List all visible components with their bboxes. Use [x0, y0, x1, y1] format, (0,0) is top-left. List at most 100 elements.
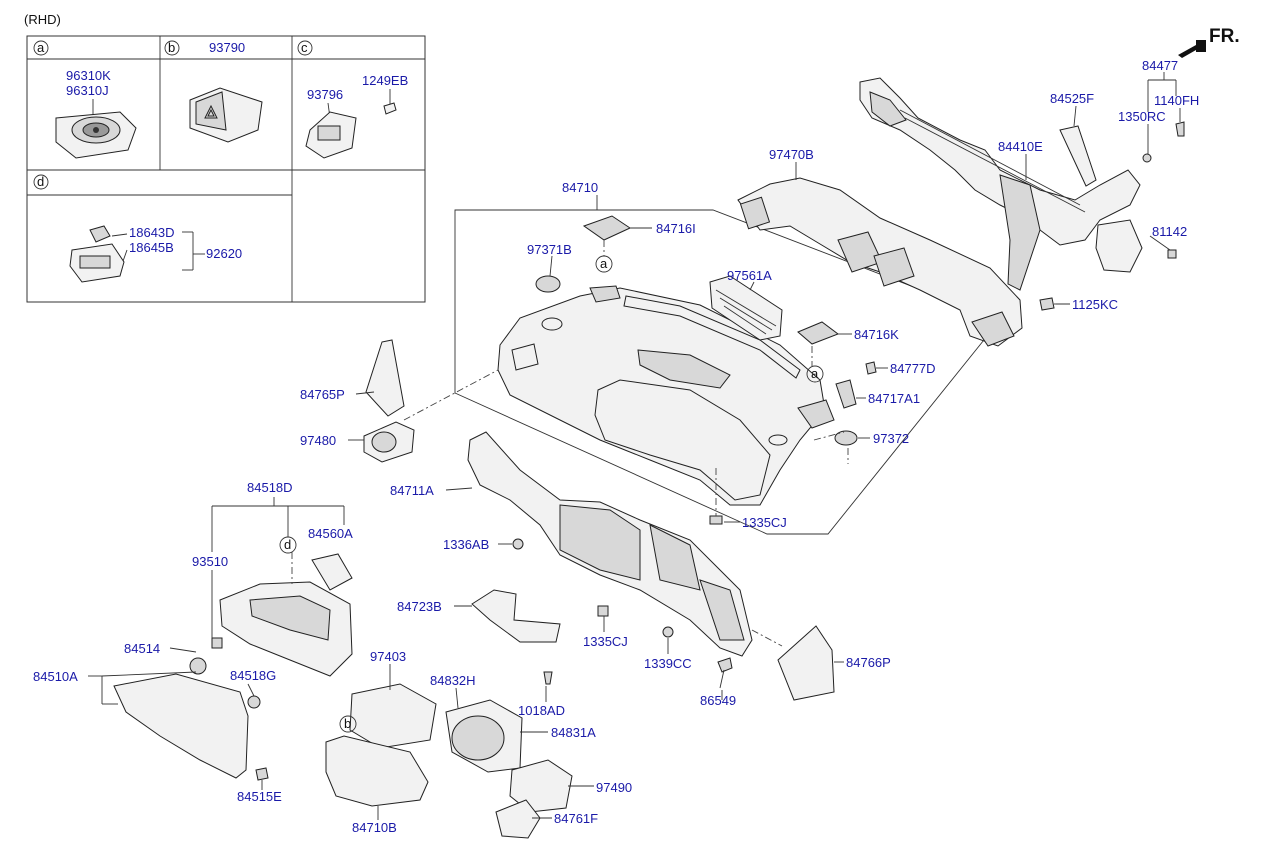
label-84716I[interactable]: 84716I — [656, 221, 696, 236]
label-84831A[interactable]: 84831A — [551, 725, 596, 740]
label-84711A[interactable]: 84711A — [390, 483, 434, 498]
bolt-84777D — [865, 361, 877, 375]
inset-b: b 93790 — [164, 40, 263, 143]
label-84710B[interactable]: 84710B — [352, 820, 397, 835]
part-96310J[interactable]: 96310J — [66, 83, 109, 98]
inset-table — [26, 35, 426, 303]
label-84710[interactable]: 84710 — [562, 180, 598, 195]
crash-pad-drawing — [497, 285, 835, 506]
label-97480[interactable]: 97480 — [300, 433, 336, 448]
label-1339CC[interactable]: 1339CC — [644, 656, 692, 671]
bracket-84717A1 — [835, 379, 857, 409]
cover-84761F-drawing — [495, 799, 541, 839]
label-97371B[interactable]: 97371B — [527, 242, 572, 257]
speaker-part-drawing — [55, 111, 137, 159]
side-vent-97480-drawing — [363, 421, 415, 463]
label-84410E[interactable]: 84410E — [998, 139, 1043, 154]
label-84514[interactable]: 84514 — [124, 641, 160, 656]
part-18645B[interactable]: 18645B — [129, 240, 174, 255]
label-1335CJ-bot[interactable]: 1335CJ — [583, 634, 628, 649]
label-97561A[interactable]: 97561A — [727, 268, 772, 283]
hazard-switch-drawing — [189, 87, 263, 143]
label-84518D[interactable]: 84518D — [247, 480, 293, 495]
label-84515E[interactable]: 84515E — [237, 789, 282, 804]
label-84765P[interactable]: 84765P — [300, 387, 345, 402]
label-84723B[interactable]: 84723B — [397, 599, 442, 614]
bolt-86549 — [717, 657, 733, 673]
variant-label: (RHD) — [24, 12, 61, 27]
svg-text:d: d — [284, 537, 291, 552]
damper-84514 — [189, 657, 207, 675]
label-97490[interactable]: 97490 — [596, 780, 632, 795]
main-frame-84711A-drawing — [467, 431, 753, 657]
label-1140FH[interactable]: 1140FH — [1154, 93, 1199, 108]
inset-a-key — [33, 40, 49, 56]
label-1018AD[interactable]: 1018AD — [518, 703, 565, 718]
speaker-cap-97372 — [834, 430, 858, 446]
label-93510[interactable]: 93510 — [192, 554, 228, 569]
label-84777D[interactable]: 84777D — [890, 361, 936, 376]
inset-d-key — [33, 174, 49, 190]
bolt-1140FH — [1175, 121, 1185, 137]
label-84766P[interactable]: 84766P — [846, 655, 891, 670]
part-93796[interactable]: 93796 — [307, 87, 343, 102]
svg-text:b: b — [168, 40, 175, 55]
clip-1336AB — [512, 538, 524, 550]
inset-a: a 96310K 96310J — [33, 40, 137, 159]
label-1125KC[interactable]: 1125KC — [1072, 297, 1118, 312]
dash-97480 — [403, 369, 499, 421]
label-84518G[interactable]: 84518G — [230, 668, 276, 683]
label-86549[interactable]: 86549 — [700, 693, 736, 708]
crash-pad-group-outline — [454, 209, 1001, 535]
part-96310K[interactable]: 96310K — [66, 68, 111, 83]
side-cover-84766P-drawing — [777, 625, 835, 701]
part-1249EB[interactable]: 1249EB — [362, 73, 408, 88]
label-84716K[interactable]: 84716K — [854, 327, 899, 342]
label-97470B[interactable]: 97470B — [769, 147, 814, 162]
vent-97490-drawing — [509, 759, 573, 813]
part-92620[interactable]: 92620 — [206, 246, 242, 261]
bolt-1018AD — [543, 671, 553, 685]
inset-c: c 93796 1249EB — [297, 40, 408, 159]
front-arrow-icon — [1178, 40, 1206, 58]
label-84510A[interactable]: 84510A — [33, 669, 78, 684]
speaker-cap-97371B — [535, 275, 561, 293]
defroster-grille-drawing — [709, 275, 783, 341]
label-97403[interactable]: 97403 — [370, 649, 406, 664]
svg-text:b: b — [344, 716, 351, 731]
label-84560A[interactable]: 84560A — [308, 526, 353, 541]
lamp-drawing — [69, 225, 125, 283]
label-81142[interactable]: 81142 — [1152, 224, 1187, 239]
svg-text:a: a — [600, 256, 608, 271]
label-1336AB[interactable]: 1336AB — [443, 537, 489, 552]
label-84717A1[interactable]: 84717A1 — [868, 391, 920, 406]
callout-b[interactable] — [339, 715, 357, 733]
stopper-84518G — [247, 695, 261, 709]
label-84832H[interactable]: 84832H — [430, 673, 476, 688]
callout-a-1[interactable] — [595, 255, 613, 273]
label-1335CJ-top[interactable]: 1335CJ — [742, 515, 787, 530]
clip-1335CJ-top — [709, 515, 723, 525]
part-93790[interactable]: 93790 — [209, 40, 245, 55]
label-84477[interactable]: 84477 — [1142, 58, 1178, 73]
glove-box-lid-84510A-drawing — [113, 673, 249, 779]
svg-text:a: a — [811, 366, 819, 381]
front-direction-label: FR. — [1209, 26, 1240, 47]
label-84761F[interactable]: 84761F — [554, 811, 598, 826]
cowl-cross-bar-drawing — [859, 77, 1143, 291]
svg-text:a: a — [37, 40, 45, 55]
clip-1335CJ-bot — [597, 605, 609, 617]
inset-c-key — [297, 40, 313, 56]
switch-bracket-drawing — [305, 102, 397, 159]
label-1350RC[interactable]: 1350RC — [1118, 109, 1166, 124]
callout-a-2[interactable] — [806, 365, 824, 383]
part-18643D[interactable]: 18643D — [129, 225, 175, 240]
label-97372[interactable]: 97372 — [873, 431, 909, 446]
part-labels: 84477 1140FH 84525F 1350RC 84410E 97470B… — [33, 58, 1199, 835]
svg-text:d: d — [37, 174, 44, 189]
label-84525F[interactable]: 84525F — [1050, 91, 1094, 106]
bolt-81142 — [1167, 249, 1177, 259]
pad-gasket-84716K — [797, 321, 840, 345]
switch-93510 — [211, 637, 223, 649]
